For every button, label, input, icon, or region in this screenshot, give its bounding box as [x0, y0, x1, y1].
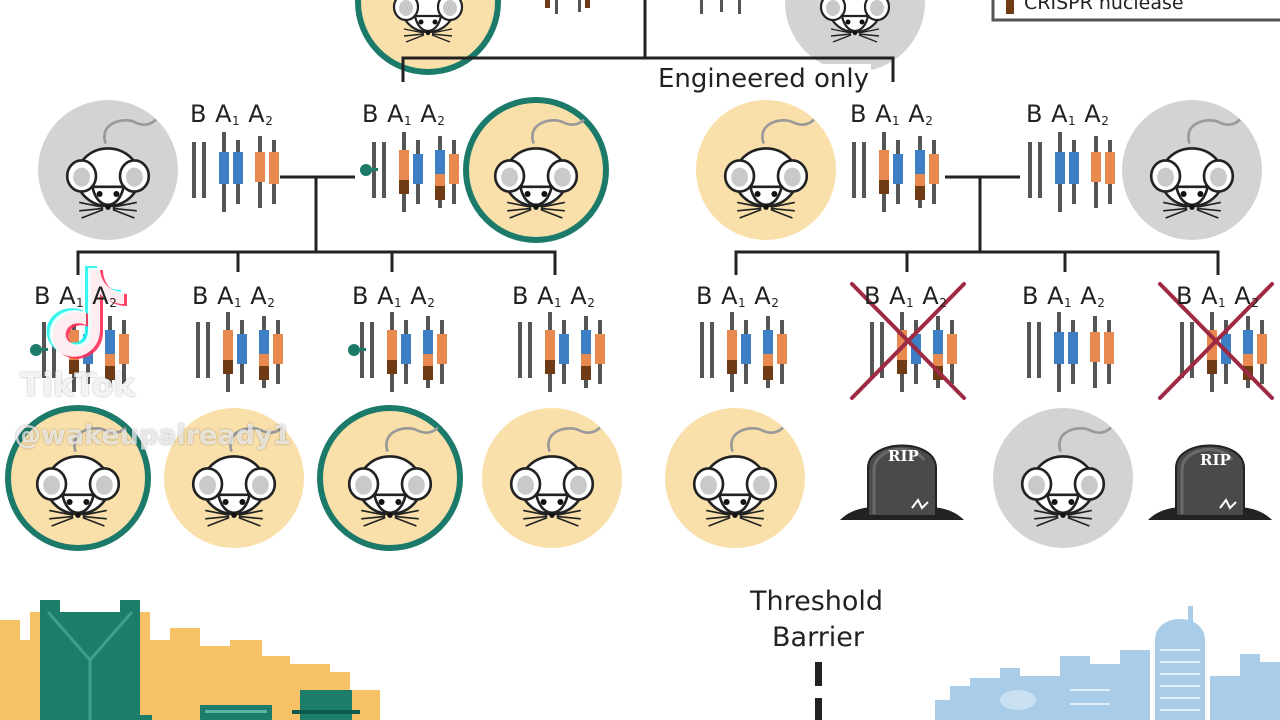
gene-b-label: B [1022, 282, 1039, 310]
gene-a1-label: A [378, 100, 405, 128]
gene-a2-label: A [900, 100, 926, 128]
gene-a2-label: A [746, 282, 772, 310]
gene-b-label: B [352, 282, 369, 310]
engineered-chromosome-set [518, 312, 605, 392]
left-city-skyline [0, 600, 380, 720]
threshold-label-line2: Barrier [772, 622, 865, 653]
gene-label-group: B A1 A2 [512, 282, 596, 310]
top-engineered-carrier-mouse [355, 0, 501, 75]
engineered-chromosome-set [700, 312, 787, 392]
top-partial-chromosomes [545, 0, 741, 14]
row2-mating-lines [76, 175, 1220, 275]
lethal-cross-marks [850, 282, 1274, 400]
row2-mice [38, 97, 1262, 243]
gene-a2-label: A [402, 282, 428, 310]
gene-label-group: B A1 A2 [362, 100, 446, 128]
gene-label-group: B A1 A2 [1176, 282, 1260, 310]
engineered-chromosome-set [196, 312, 283, 392]
gene-a2-label: A [242, 282, 268, 310]
right-city-skyline [935, 606, 1280, 720]
engineered-chromosome-set [348, 312, 447, 392]
gene-b-label: B [864, 282, 881, 310]
gene-a2-label: A [1226, 282, 1252, 310]
threshold-dash-line [815, 662, 822, 720]
gene-a2-label: A [1076, 100, 1102, 128]
legend-crispr-label: CRISPR nuclease [1024, 0, 1184, 14]
gene-a2-label: A [914, 282, 940, 310]
gene-a2-label: A [240, 100, 266, 128]
gene-b-label: B [1026, 100, 1043, 128]
wild-chromosome-set [1028, 132, 1115, 212]
watermark-handle: @wakeupalready1 [14, 420, 292, 451]
gene-label-group: B A1 A2 [696, 282, 780, 310]
gene-a1-label: A [208, 282, 235, 310]
gene-a2-label: A [562, 282, 588, 310]
legend-box [991, 0, 1280, 22]
gene-label-group: B A1 A2 [352, 282, 436, 310]
gene-a1-label: A [866, 100, 893, 128]
gene-a1-label: A [1042, 100, 1069, 128]
gene-a1-label: A [1038, 282, 1065, 310]
tombstone-rip-text-2: RIP [1200, 451, 1231, 469]
engineered-chromosome-set [852, 132, 939, 212]
gene-b-label: B [34, 282, 51, 310]
gene-a2-label: A [84, 282, 110, 310]
threshold-label-line1: Threshold [750, 586, 884, 617]
top-wild-mouse [785, 0, 925, 72]
gene-a2-label: A [1072, 282, 1098, 310]
gene-b-label: B [362, 100, 379, 128]
row3-chromosomes [30, 312, 1267, 392]
engineered-chromosome-set [360, 132, 459, 212]
gene-label-group: B A1 A2 [190, 100, 274, 128]
gene-a1-label: A [712, 282, 739, 310]
wild-chromosome-set [1027, 312, 1114, 392]
gene-b-label: B [190, 100, 207, 128]
engineered-only-label: Engineered only [656, 64, 871, 94]
gene-b-label: B [1176, 282, 1193, 310]
gene-a1-label: A [1192, 282, 1219, 310]
offspring-mice [5, 405, 1133, 551]
gene-a1-label: A [880, 282, 907, 310]
gene-a1-label: A [368, 282, 395, 310]
gene-a1-label: A [206, 100, 233, 128]
gene-label-group: B A1 A2 [34, 282, 118, 310]
gene-label-group: B A1 A2 [1026, 100, 1110, 128]
gene-label-group: B A1 A2 [1022, 282, 1106, 310]
row2-chromosomes [192, 132, 1115, 212]
gen1-branch-line [401, 56, 895, 82]
wild-chromosome-set [192, 132, 279, 212]
gene-a1-label: A [528, 282, 555, 310]
watermark-app-name: TikTok [20, 366, 135, 404]
gene-b-label: B [696, 282, 713, 310]
gene-b-label: B [850, 100, 867, 128]
gene-b-label: B [512, 282, 529, 310]
gene-b-label: B [192, 282, 209, 310]
gene-label-group: B A1 A2 [864, 282, 948, 310]
gene-a1-label: A [50, 282, 77, 310]
gene-label-group: B A1 A2 [192, 282, 276, 310]
gene-a2-label: A [412, 100, 438, 128]
tombstone-rip-text-1: RIP [888, 447, 919, 465]
tiktok-logo-icon [46, 266, 127, 359]
gene-label-group: B A1 A2 [850, 100, 934, 128]
